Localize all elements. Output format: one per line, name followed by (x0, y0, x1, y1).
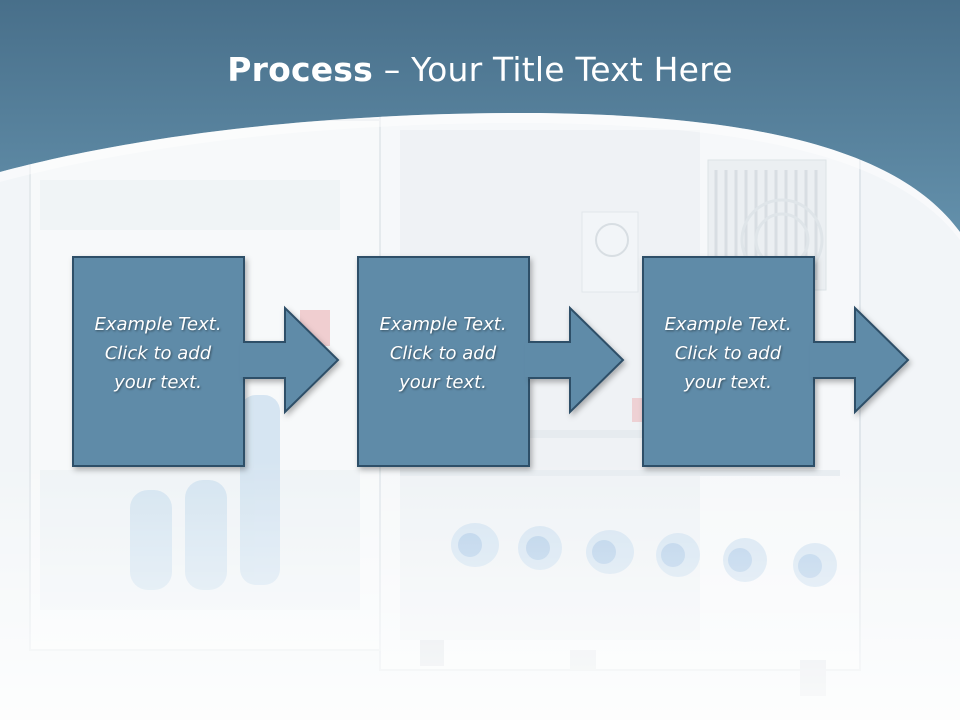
step-3-line-3: your text. (684, 372, 772, 393)
step-3-line-2: Click to add (674, 343, 782, 364)
step-1-line-1: Example Text. (94, 314, 222, 335)
step-3-shape (642, 256, 910, 467)
title-bold: Process (227, 50, 373, 89)
process-step-1[interactable]: Example Text. Click to add your text. (72, 256, 352, 468)
step-1-line-3: your text. (114, 372, 202, 393)
step-2-line-2: Click to add (389, 343, 497, 364)
process-step-3[interactable]: Example Text. Click to add your text. (642, 256, 922, 468)
slide-title[interactable]: Process – Your Title Text Here (0, 50, 960, 89)
step-1-text[interactable]: Example Text. Click to add your text. (72, 310, 244, 397)
step-1-shape (72, 256, 340, 467)
step-2-shape (357, 256, 625, 467)
step-2-line-1: Example Text. (379, 314, 507, 335)
title-rest: Your Title Text Here (411, 50, 733, 89)
process-step-2[interactable]: Example Text. Click to add your text. (357, 256, 637, 468)
header-band (0, 0, 960, 232)
step-3-text[interactable]: Example Text. Click to add your text. (642, 310, 814, 397)
step-2-text[interactable]: Example Text. Click to add your text. (357, 310, 529, 397)
step-2-line-3: your text. (399, 372, 487, 393)
step-1-line-2: Click to add (104, 343, 212, 364)
title-separator: – (373, 50, 412, 89)
step-3-line-1: Example Text. (664, 314, 792, 335)
